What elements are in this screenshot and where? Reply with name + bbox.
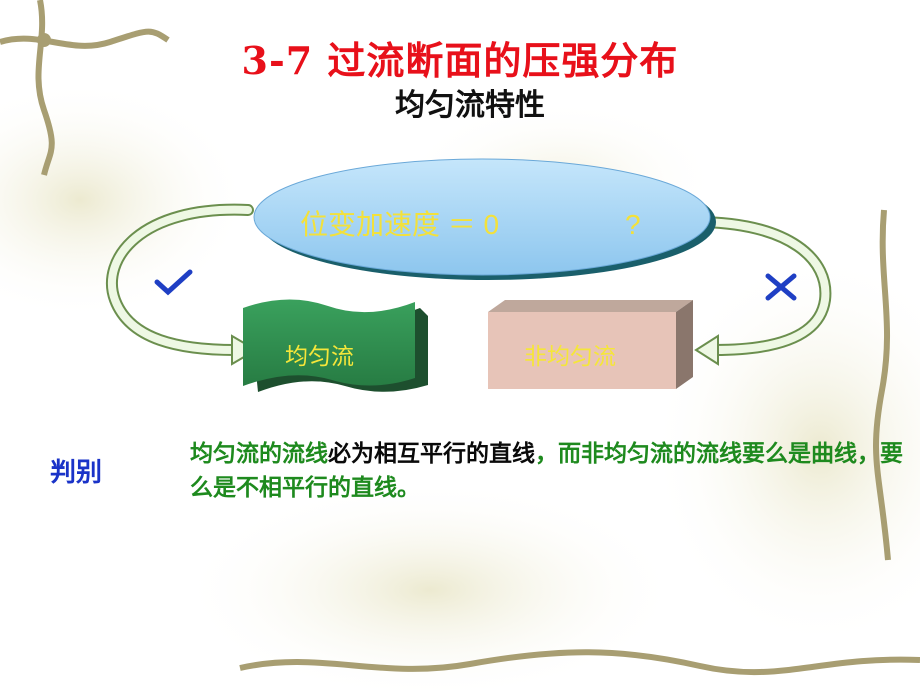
judgement-label: 判别 <box>50 458 103 488</box>
nonuniform-flow-box: 非均匀流 <box>488 300 693 389</box>
statement-part-2: 必为相互平行的直线 <box>328 441 535 467</box>
slide-title: 3-7 过流断面的压强分布 <box>241 38 679 83</box>
ellipse-question-mark: ? <box>625 209 641 240</box>
nonuniform-flow-label: 非均匀流 <box>524 344 616 370</box>
right-curved-arrow <box>689 216 832 366</box>
cross-icon <box>765 273 797 301</box>
judgement-statement: 均匀流的流线必为相互平行的直线，而非均匀流的流线要么是曲线，要么是不相平行的直线… <box>190 437 910 505</box>
statement-part-3: ，而非均匀流的流线要么是曲线，要么是不相平行的直线。 <box>190 441 903 501</box>
condition-ellipse: 位变加速度 ＝ 0 ? <box>253 158 716 280</box>
statement-part-1: 均匀流的流线 <box>190 441 328 467</box>
ellipse-condition-text: 位变加速度 ＝ 0 <box>300 209 499 240</box>
slide-subtitle: 均匀流特性 <box>395 88 545 123</box>
check-icon <box>154 269 193 296</box>
uniform-flow-box: 均匀流 <box>243 299 428 392</box>
uniform-flow-label: 均匀流 <box>285 344 354 370</box>
left-curved-arrow <box>105 203 258 366</box>
